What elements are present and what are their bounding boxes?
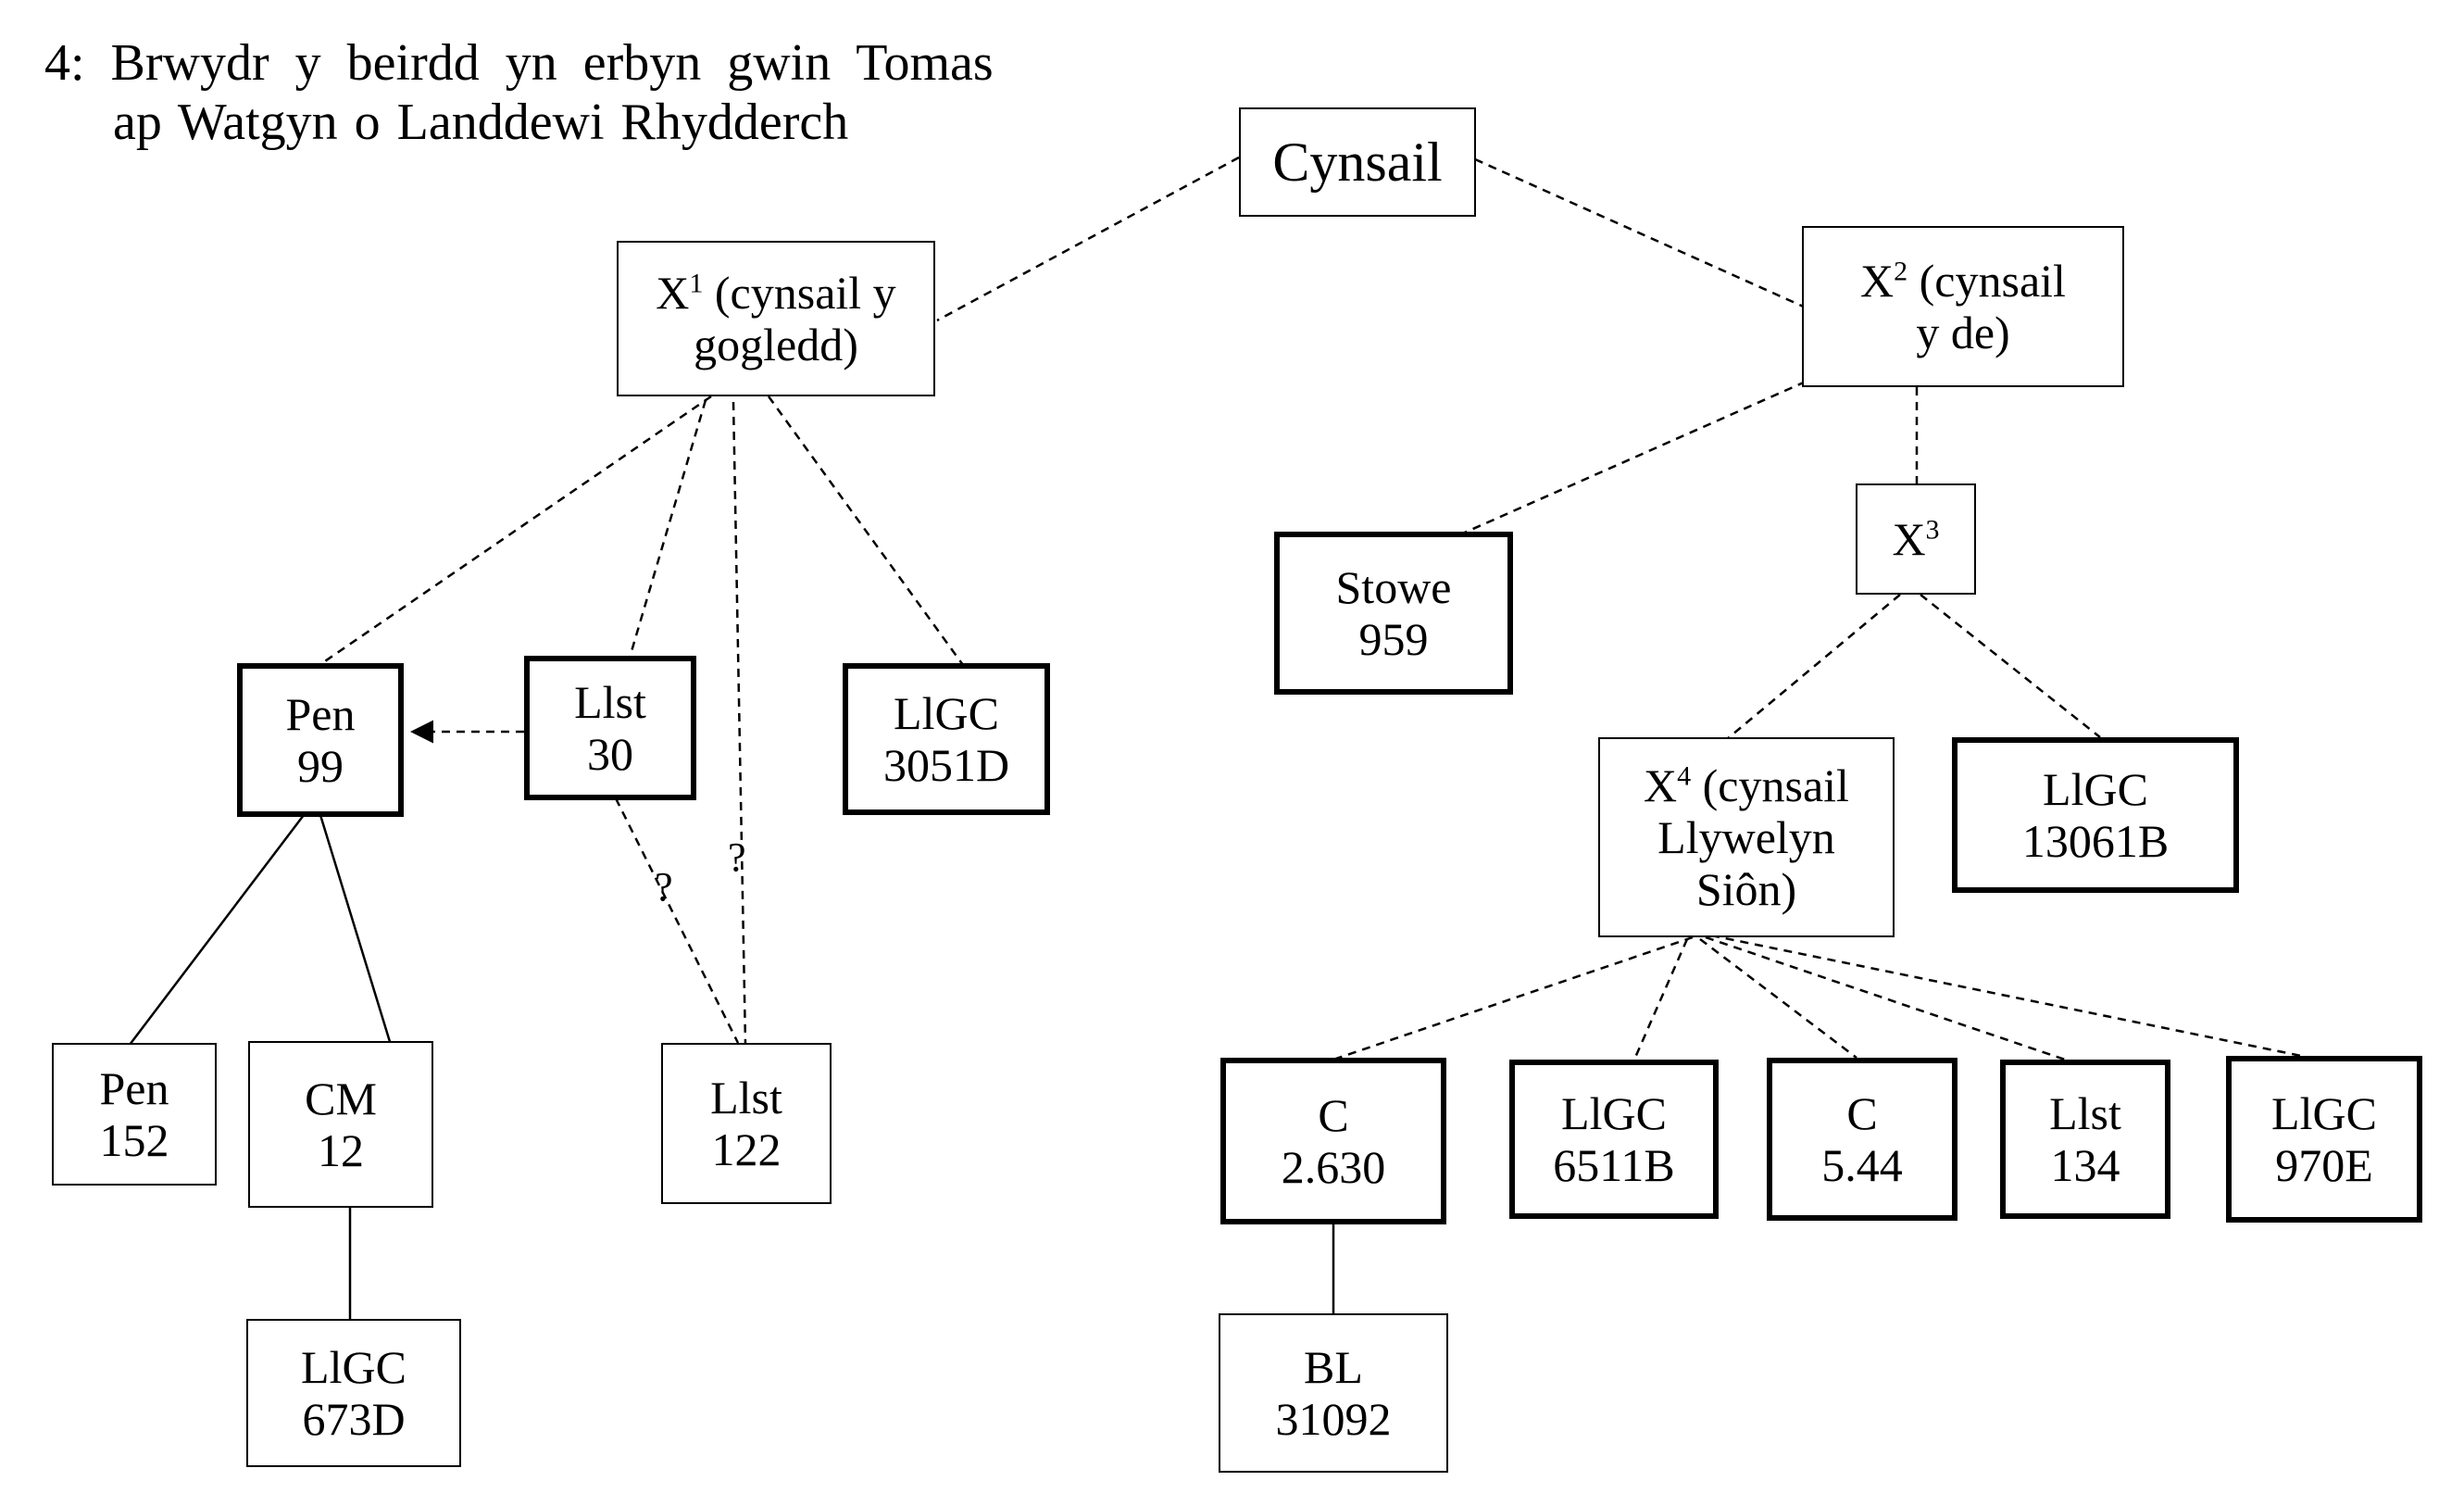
node-c544: C 5.44	[1767, 1058, 1957, 1221]
node-llst30-line2: 30	[587, 728, 633, 780]
node-c544-line2: 5.44	[1821, 1139, 1903, 1191]
edge-x3-llgc13061b	[1920, 594, 2101, 738]
node-stowe959-line1: Stowe	[1335, 561, 1452, 613]
node-pen99-line2: 99	[297, 740, 344, 792]
edge-cynsail-x1	[936, 156, 1240, 322]
edge-x4-c2630	[1332, 935, 1694, 1061]
node-x3-sup: 3	[1925, 514, 1940, 546]
node-x2-line1: X2 (cynsail	[1860, 255, 2066, 307]
node-bl31092: BL 31092	[1219, 1313, 1448, 1473]
node-llgc6511b-line1: LlGC	[1561, 1087, 1667, 1139]
node-x3-label: X3	[1892, 513, 1939, 565]
node-llgc6511b-line2: 6511B	[1553, 1139, 1675, 1191]
node-llst30-line1: Llst	[574, 676, 646, 728]
node-llgc6511b: LlGC 6511B	[1509, 1060, 1719, 1219]
node-llst122-line1: Llst	[710, 1072, 782, 1123]
edge-x4-c544	[1699, 938, 1857, 1059]
node-llgc673d-line1: LlGC	[301, 1341, 406, 1393]
node-llst122: Llst 122	[661, 1043, 832, 1204]
node-llgc970e: LlGC 970E	[2226, 1056, 2422, 1223]
title-line-2: ap Watgyn o Landdewi Rhydderch	[113, 94, 849, 151]
node-cynsail: Cynsail	[1239, 107, 1476, 217]
node-pen99-line1: Pen	[285, 688, 356, 740]
node-cm12-line2: 12	[318, 1124, 364, 1176]
node-llgc970e-line2: 970E	[2275, 1139, 2373, 1191]
node-pen99: Pen 99	[237, 663, 404, 817]
node-x1-line1-text: (cynsail y	[703, 267, 896, 319]
node-x2-line1-text: (cynsail	[1907, 255, 2066, 307]
node-c2630-line2: 2.630	[1281, 1141, 1386, 1193]
edge-x2-stowe	[1457, 380, 1807, 537]
node-cm12-line1: CM	[305, 1073, 377, 1124]
edge-cynsail-x2	[1474, 157, 1808, 310]
node-cynsail-label: Cynsail	[1272, 132, 1443, 193]
node-llgc970e-line1: LlGC	[2271, 1087, 2377, 1139]
node-x2: X2 (cynsail y de)	[1802, 226, 2124, 387]
node-x1-line1: X1 (cynsail y	[656, 267, 895, 319]
node-x4-base: X	[1644, 759, 1678, 811]
edge-x1-pen99	[319, 395, 712, 667]
node-x3-base: X	[1892, 513, 1926, 565]
edge-x4-llgc6511b	[1632, 938, 1689, 1060]
node-x2-base: X	[1860, 255, 1895, 307]
node-x4: X4 (cynsail Llywelyn Siôn)	[1598, 737, 1895, 937]
edge-x1-llst30	[628, 399, 707, 659]
node-llst134-line2: 134	[2050, 1139, 2120, 1191]
node-stowe959-line2: 959	[1358, 613, 1429, 665]
node-stowe959: Stowe 959	[1274, 532, 1513, 695]
node-x1-sup: 1	[689, 268, 704, 299]
node-bl31092-line1: BL	[1304, 1341, 1363, 1393]
node-x4-sup: 4	[1677, 760, 1692, 792]
edge-pen99-cm12	[319, 814, 393, 1046]
node-llst134-line1: Llst	[2049, 1087, 2121, 1139]
uncertain-mark-2: ?	[728, 835, 746, 880]
node-x1-base: X	[656, 267, 690, 319]
node-x3: X3	[1856, 483, 1976, 595]
node-llgc3051d-line1: LlGC	[894, 687, 999, 739]
node-c2630-line1: C	[1318, 1089, 1349, 1141]
node-pen152: Pen 152	[52, 1043, 217, 1186]
node-x1: X1 (cynsail y gogledd)	[617, 241, 935, 396]
node-llgc13061b-line1: LlGC	[2043, 763, 2148, 815]
edge-llst30-llst122	[614, 797, 740, 1044]
node-x4-line1: X4 (cynsail	[1644, 759, 1849, 811]
node-x2-line2: y de)	[1916, 307, 2010, 358]
node-x4-line3: Siôn)	[1695, 863, 1797, 915]
uncertain-mark-1: ?	[655, 864, 673, 910]
node-llst134: Llst 134	[2000, 1060, 2170, 1219]
node-llgc673d-line2: 673D	[302, 1393, 406, 1445]
node-llgc3051d: LlGC 3051D	[843, 663, 1050, 815]
node-cm12: CM 12	[248, 1041, 433, 1208]
title-line-1: 4: Brwydr y beirdd yn erbyn gwin Tomas	[44, 34, 994, 92]
node-llgc13061b-line2: 13061B	[2021, 815, 2170, 867]
node-llgc13061b: LlGC 13061B	[1952, 737, 2239, 893]
edge-x4-llst134	[1705, 935, 2066, 1061]
diagram-title: 4: Brwydr y beirdd yn erbyn gwin Tomas a…	[44, 33, 994, 152]
node-c2630: C 2.630	[1220, 1058, 1446, 1224]
node-pen152-line2: 152	[99, 1114, 169, 1166]
edge-x4-llgc970e	[1710, 934, 2311, 1060]
node-x4-line2: Llywelyn	[1657, 811, 1835, 863]
node-x2-sup: 2	[1894, 256, 1908, 287]
node-llst122-line2: 122	[711, 1123, 782, 1175]
node-llgc3051d-line2: 3051D	[882, 739, 1010, 791]
node-llgc673d: LlGC 673D	[246, 1319, 461, 1467]
edge-pen99-pen152	[129, 814, 305, 1046]
node-pen152-line1: Pen	[99, 1062, 169, 1114]
edge-x1-llst122	[732, 401, 747, 1046]
node-llst30: Llst 30	[524, 656, 696, 800]
edge-x1-llgc3051d	[767, 395, 965, 666]
edge-x3-x4	[1726, 594, 1901, 740]
node-x4-line1-text: (cynsail	[1691, 759, 1849, 811]
node-x1-line2: gogledd)	[694, 319, 858, 370]
node-bl31092-line2: 31092	[1275, 1393, 1392, 1445]
node-c544-line1: C	[1846, 1087, 1878, 1139]
